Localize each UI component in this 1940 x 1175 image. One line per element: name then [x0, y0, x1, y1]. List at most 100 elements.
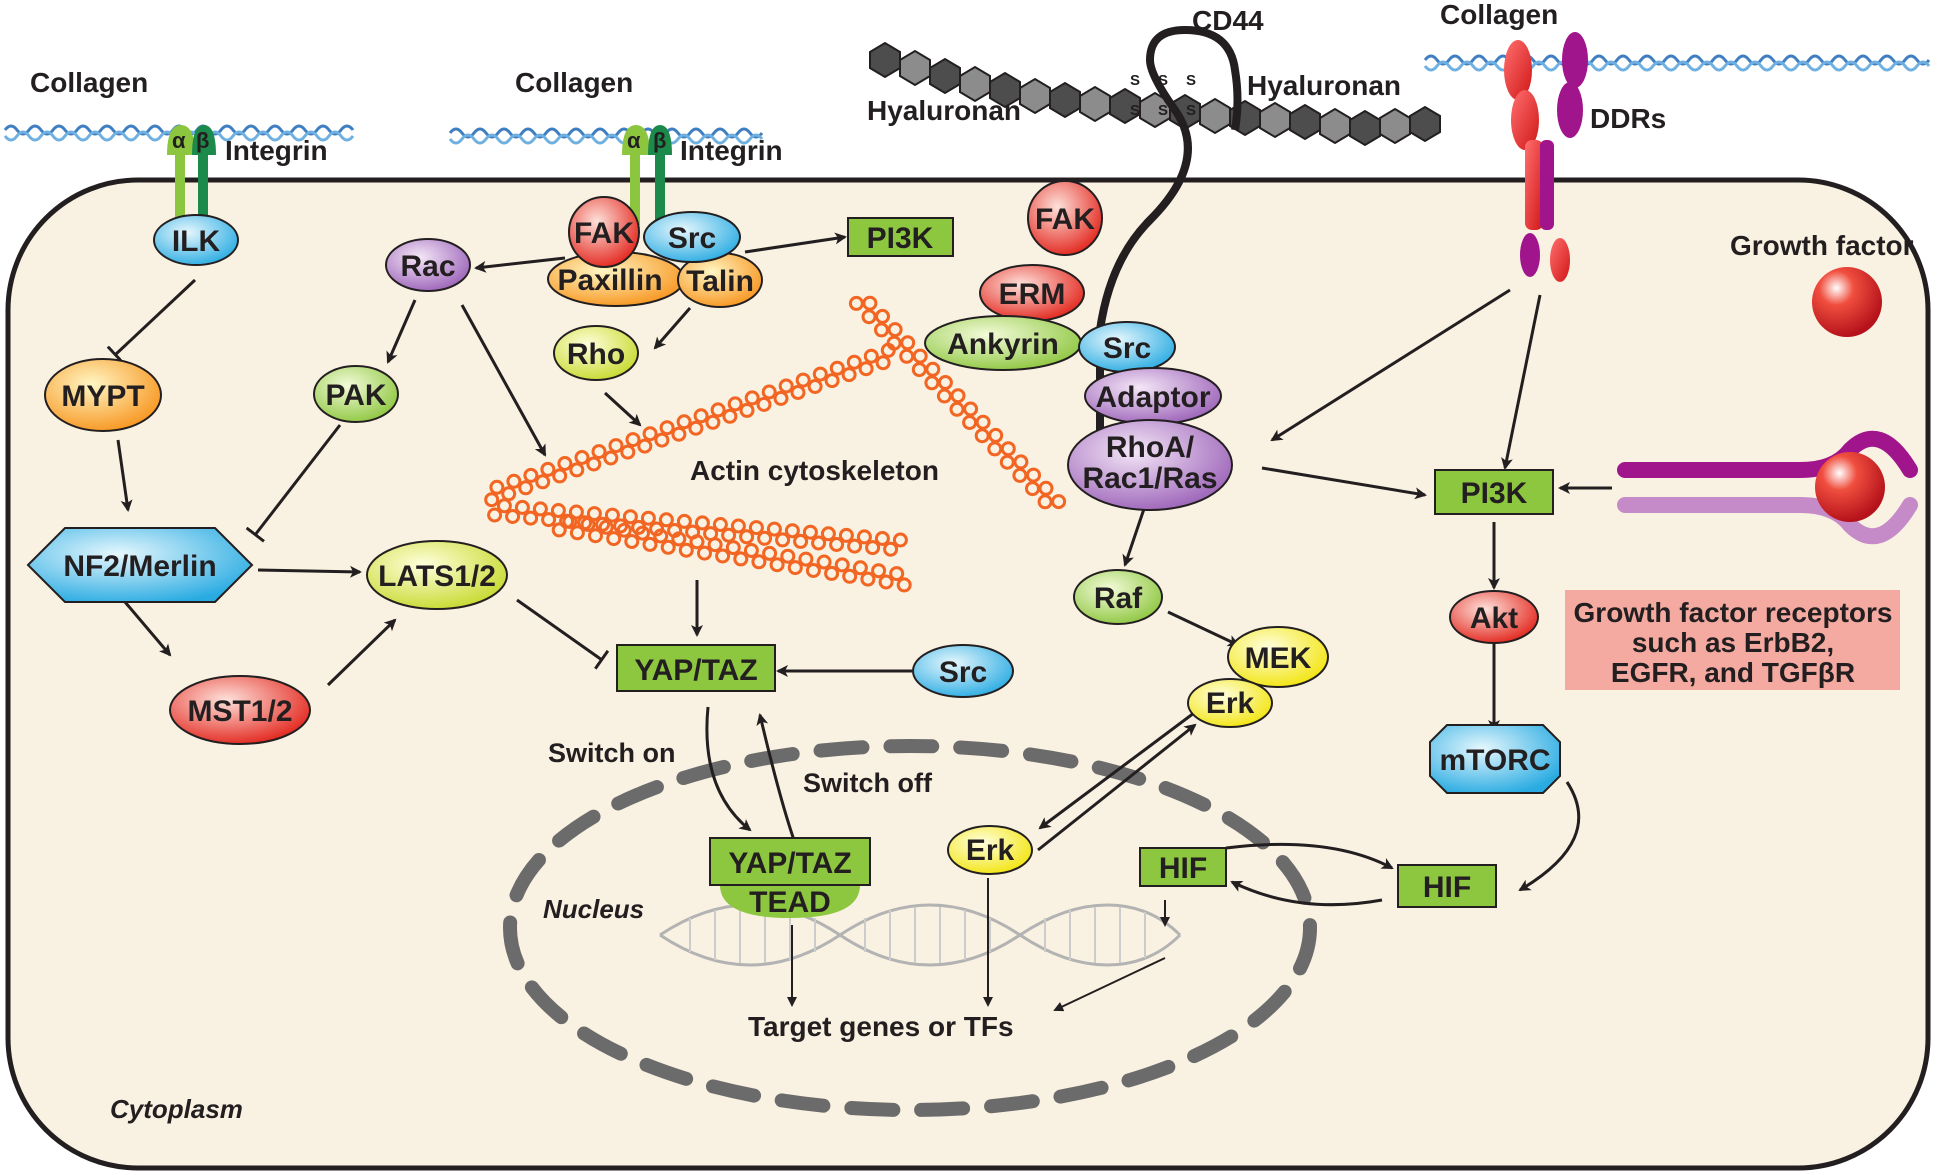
actin-monomer: [637, 438, 653, 454]
mypt-node: [44, 358, 162, 432]
rho-node: [553, 325, 639, 381]
svg-text:S: S: [1186, 72, 1196, 89]
actin-monomer: [739, 402, 755, 418]
actin-monomer: [874, 322, 889, 338]
integrin-beta-mid: β: [653, 128, 666, 153]
actin-monomer: [730, 518, 746, 534]
actin-monomer: [883, 541, 899, 557]
mek-node: [1227, 626, 1329, 688]
rac-label: Rac: [400, 250, 455, 283]
actin-monomer: [523, 467, 539, 483]
integrin-label-mid: Integrin: [680, 135, 783, 166]
actin-monomer: [1000, 441, 1016, 457]
actin-monomer: [816, 554, 832, 570]
yap-taz-label-nucleus: YAP/TAZ: [728, 847, 851, 880]
pathway-connectors: [106, 232, 1612, 907]
adaptor-label: Adaptor: [1096, 381, 1211, 414]
actin-monomer: [846, 354, 862, 370]
hyaluronan-label-right: Hyaluronan: [1247, 70, 1401, 101]
pi3k-label-right: PI3K: [1461, 477, 1528, 510]
rhoa-label-line2: Rac1/Ras: [1082, 462, 1217, 495]
actin-monomer: [798, 551, 814, 567]
actin-monomer: [751, 554, 767, 570]
actin-monomer: [489, 479, 505, 495]
src-label-integrin: Src: [668, 222, 716, 255]
actin-monomer: [676, 513, 692, 529]
actin-monomer: [598, 519, 614, 535]
actin-monomer: [1051, 494, 1067, 510]
hif-node-cytoplasm: [1397, 864, 1497, 908]
actin-monomer: [862, 295, 878, 311]
erk-node-cytoplasm: [1187, 678, 1273, 728]
actin-monomer: [937, 375, 953, 390]
hif-label-nucleus: HIF: [1159, 852, 1207, 885]
actin-cytoskeleton: [484, 295, 1067, 593]
growth-factor-receptor: [1617, 430, 1918, 545]
bound-growth-factor: [1815, 452, 1885, 522]
actin-monomer: [911, 362, 927, 378]
actin-monomer: [625, 432, 641, 448]
actin-monomer: [802, 524, 818, 540]
svg-text:S: S: [1186, 102, 1196, 119]
erk-label-nucleus: Erk: [966, 834, 1015, 867]
actin-monomer: [712, 517, 728, 532]
receptor-caption-line2: such as ErbB2,: [1632, 627, 1834, 658]
actin-monomer: [829, 360, 845, 376]
actin-monomer: [551, 522, 567, 538]
actin-monomer: [824, 565, 840, 581]
hif-node-nucleus: [1139, 847, 1227, 887]
actin-monomer: [505, 509, 521, 524]
erk-node-nucleus: [947, 825, 1033, 875]
actin-monomer: [1026, 467, 1041, 483]
actin-monomer: [642, 426, 658, 442]
talin-label: Talin: [686, 265, 754, 298]
tead-label: TEAD: [749, 886, 831, 919]
hif-label-cytoplasm: HIF: [1423, 871, 1471, 904]
actin-label: Actin cytoskeleton: [690, 455, 939, 486]
actin-monomer: [769, 557, 785, 573]
lats-label: LATS1/2: [378, 560, 496, 593]
ddr-receptor: [1504, 32, 1588, 282]
actin-monomer: [678, 542, 694, 558]
mek-label: MEK: [1245, 642, 1312, 675]
actin-monomer: [865, 540, 881, 556]
actin-monomer: [586, 456, 602, 472]
actin-monomer: [795, 372, 811, 388]
cytoplasm-label: Cytoplasm: [110, 1094, 243, 1124]
actin-monomer: [963, 401, 979, 417]
actin-monomer: [580, 516, 596, 532]
rhoa-rac1-ras-node: [1067, 419, 1233, 511]
erm-label: ERM: [999, 278, 1066, 311]
actin-monomer: [604, 507, 620, 523]
switch-off-label: Switch off: [803, 768, 933, 798]
gene-activation-arrows: [787, 878, 1170, 1012]
actin-monomer: [532, 501, 548, 517]
actin-monomer: [858, 361, 874, 377]
erk-label-cytoplasm: Erk: [1206, 687, 1255, 720]
growth-factor-label: Growth factor: [1730, 230, 1914, 261]
rac-node: [385, 238, 471, 292]
actin-monomer: [773, 390, 789, 406]
actin-monomer: [861, 309, 877, 325]
paxillin-label: Paxillin: [557, 264, 662, 297]
pi3k-node-right: [1434, 469, 1554, 515]
akt-node: [1449, 590, 1539, 644]
actin-monomer: [924, 375, 940, 391]
actin-monomer: [616, 522, 632, 538]
growth-factor-ligand: [1812, 267, 1882, 337]
actin-monomer: [842, 568, 858, 584]
actin-monomer: [518, 480, 534, 496]
mst-label: MST1/2: [187, 695, 292, 728]
actin-monomer: [863, 348, 879, 364]
collagen-label-mid: Collagen: [515, 67, 633, 98]
actin-monomer: [514, 499, 530, 515]
actin-monomer: [694, 515, 710, 531]
actin-monomer: [757, 530, 773, 546]
tead-node: [720, 885, 860, 918]
actin-monomer: [780, 548, 796, 564]
actin-monomer: [653, 528, 669, 544]
actin-monomer: [856, 529, 872, 545]
actin-monomer: [838, 527, 854, 543]
actin-monomer: [654, 432, 670, 448]
actin-monomer: [574, 450, 590, 465]
